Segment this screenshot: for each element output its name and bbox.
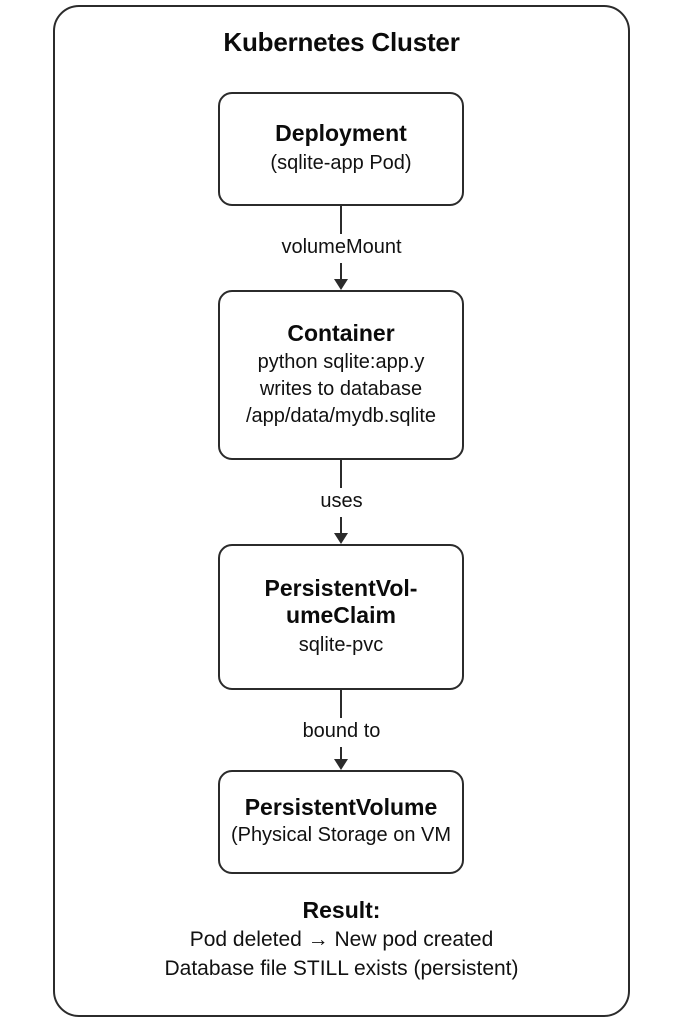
node-pvc-name: sqlite-pvc: [298, 633, 384, 656]
result-block: Result: Pod deleted → New pod created Da…: [0, 897, 683, 984]
connector-label-uses: uses: [320, 490, 363, 512]
node-container-title: Container: [287, 319, 395, 346]
connector-line: [340, 747, 342, 760]
node-container-action: writes to database: [259, 378, 423, 401]
result-heading: Result:: [302, 897, 381, 923]
connector-line: [340, 460, 342, 488]
node-container[interactable]: Container python sqlite:app.y writes to …: [218, 290, 464, 460]
node-pvc-title: PersistentVol- umeClaim: [264, 575, 418, 628]
connector-line: [340, 206, 342, 234]
result-line-pod: Pod deleted → New pod created: [189, 927, 494, 951]
connector-label-bound-to: bound to: [302, 720, 381, 742]
node-pv-title: PersistentVolume: [244, 794, 438, 821]
arrow-head-icon: [334, 759, 348, 770]
cluster-title: Kubernetes Cluster: [223, 27, 460, 57]
connector-label-volumemount: volumeMount: [281, 236, 402, 258]
node-pv-subtitle: (Physical Storage on VM: [230, 824, 452, 847]
node-deployment[interactable]: Deployment (sqlite-app Pod): [218, 92, 464, 206]
connector-line: [340, 263, 342, 280]
node-container-path: /app/data/mydb.sqlite: [245, 404, 437, 427]
arrow-head-icon: [334, 279, 348, 290]
node-persistentvolumeclaim[interactable]: PersistentVol- umeClaim sqlite-pvc: [218, 544, 464, 690]
result-line-database: Database file STILL exists (persistent): [164, 957, 519, 981]
node-container-command: python sqlite:app.y: [257, 351, 425, 374]
arrow-head-icon: [334, 533, 348, 544]
node-deployment-title: Deployment: [275, 120, 407, 147]
connector-line: [340, 517, 342, 534]
node-persistentvolume[interactable]: PersistentVolume (Physical Storage on VM: [218, 770, 464, 874]
connector-line: [340, 690, 342, 718]
node-deployment-subtitle: (sqlite-app Pod): [270, 152, 412, 175]
